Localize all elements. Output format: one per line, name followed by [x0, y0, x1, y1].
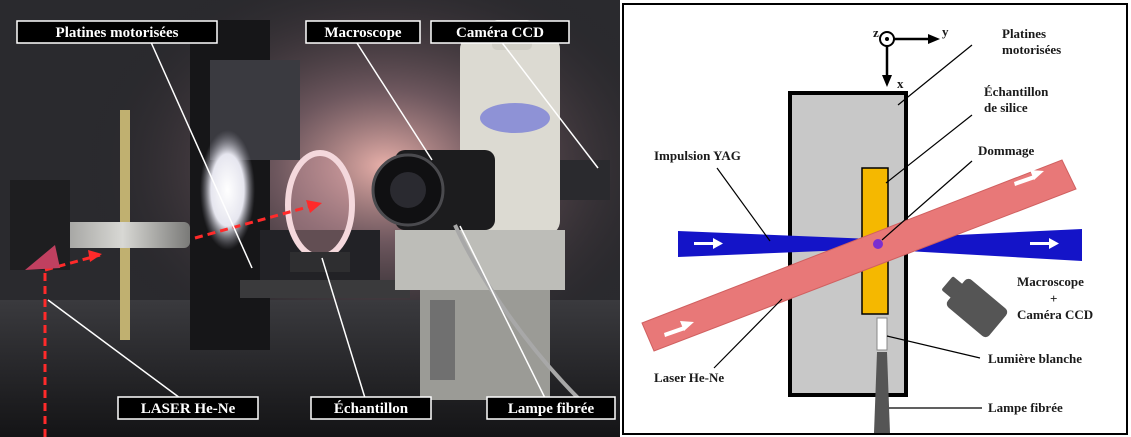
- yag-arrows: [694, 238, 1059, 249]
- silica-sample: [285, 150, 355, 260]
- pointer-echantillon: [321, 257, 366, 399]
- pointer-damage: [881, 160, 973, 241]
- svg-text:Caméra CCD: Caméra CCD: [456, 25, 544, 41]
- label-lamp: Lampe fibrée: [988, 400, 1063, 415]
- label-macroscope: Macroscope: [1017, 274, 1084, 289]
- label-yag: Impulsion YAG: [654, 148, 741, 163]
- pointer-platines: [149, 39, 253, 269]
- camera-icon: [942, 276, 1008, 338]
- axis-x-label: x: [897, 76, 904, 91]
- fiber-lamp-cable: [453, 224, 582, 402]
- label-white-light: Lumière blanche: [988, 351, 1082, 366]
- label-lampe: Lampe fibrée: [486, 396, 616, 420]
- axis-z-label: z: [873, 25, 879, 40]
- svg-text:Échantillon: Échantillon: [334, 400, 409, 417]
- svg-text:Macroscope: Macroscope: [324, 25, 402, 41]
- setup-schematic: z y x Platines moto: [622, 3, 1128, 435]
- fiber-lamp: [874, 352, 890, 433]
- damage-spot: [873, 239, 883, 249]
- he-ne-laser-beam: [641, 159, 1077, 352]
- label-laser: LASER He-Ne: [117, 396, 259, 420]
- pointer-white-light: [886, 335, 981, 359]
- label-sample-line1: Échantillon: [984, 84, 1049, 99]
- label-sample-line2: de silice: [984, 100, 1028, 115]
- label-laser: Laser He-Ne: [654, 370, 724, 385]
- axis-y-label: y: [942, 24, 949, 39]
- experimental-setup-photo: Platines motorisées Macroscope Caméra CC…: [0, 0, 620, 437]
- pointer-sample: [885, 114, 973, 184]
- label-macroscope: Macroscope: [305, 20, 421, 44]
- label-camera: Caméra CCD: [430, 20, 570, 44]
- label-camera: Caméra CCD: [1017, 307, 1093, 322]
- white-lit-plate: [200, 130, 255, 250]
- svg-text:Lampe fibrée: Lampe fibrée: [508, 401, 595, 417]
- laser-arrows: [664, 170, 1044, 337]
- axes-indicator: z y x: [873, 24, 949, 91]
- laser-beam-diagonal: [44, 253, 101, 272]
- pointer-laser: [713, 298, 783, 369]
- label-damage: Dommage: [978, 143, 1035, 158]
- label-stage-line2: motorisées: [1002, 42, 1061, 57]
- laser-beam-to-sample: [194, 203, 316, 240]
- pointer-laser: [47, 299, 181, 399]
- white-light: [876, 317, 888, 351]
- svg-text:Platines motorisées: Platines motorisées: [56, 25, 179, 41]
- pointer-camera: [499, 39, 599, 169]
- label-echantillon: Échantillon: [310, 396, 432, 420]
- label-platines: Platines motorisées: [16, 20, 218, 44]
- pointer-macroscope: [354, 39, 433, 161]
- macroscope-stand: [395, 230, 565, 290]
- pointer-lampe: [459, 225, 546, 399]
- label-plus: +: [1050, 291, 1057, 306]
- svg-text:LASER He-Ne: LASER He-Ne: [141, 401, 236, 417]
- pointer-stage: [897, 44, 973, 106]
- label-stage-line1: Platines: [1002, 26, 1046, 41]
- pointer-yag: [716, 167, 771, 242]
